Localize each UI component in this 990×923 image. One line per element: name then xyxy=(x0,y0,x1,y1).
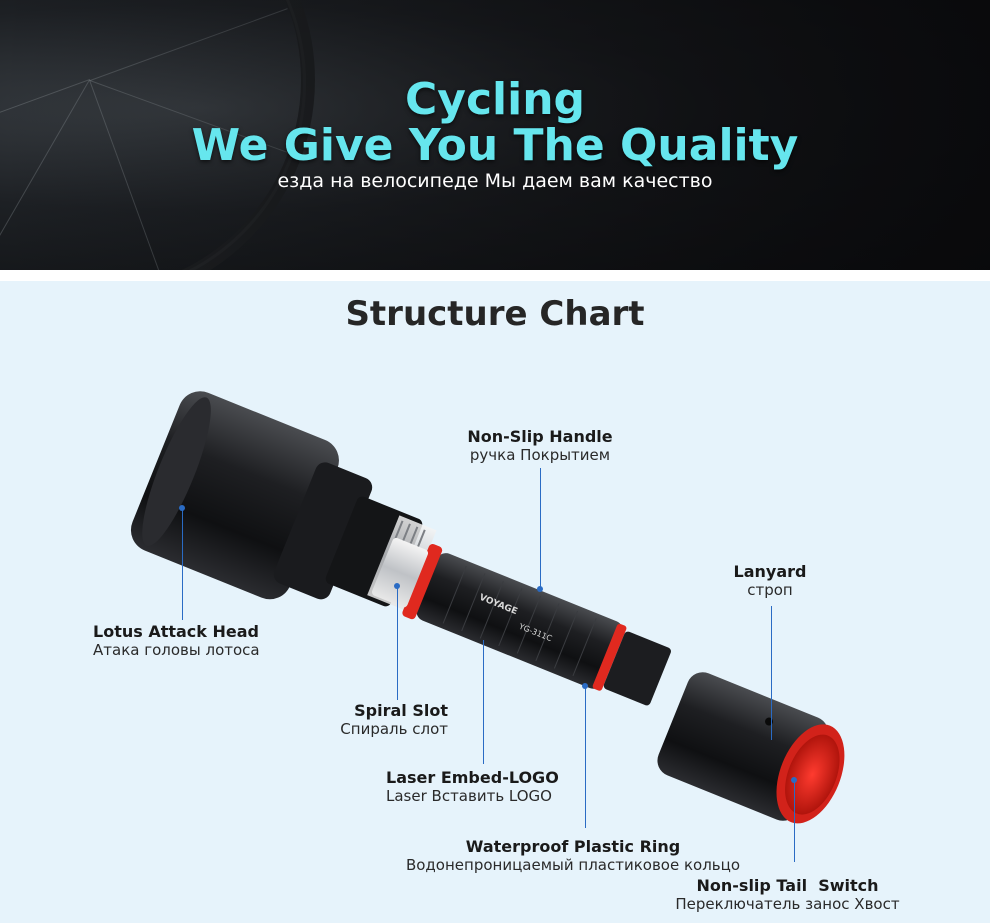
callout-en: Lanyard xyxy=(733,562,807,581)
lotus-attack-head xyxy=(130,391,437,611)
callout-non-slip-handle: Non-Slip Handle ручка Покрытием xyxy=(440,427,640,464)
callout-ru: Спираль слот xyxy=(340,720,448,738)
callout-en: Spiral Slot xyxy=(354,701,448,720)
callout-ru: Атака головы лотоса xyxy=(93,641,260,659)
callout-laser-logo: Laser Embed-LOGO Laser Вставить LOGO xyxy=(386,768,559,805)
callout-dot-head xyxy=(179,505,185,511)
section-title: Structure Chart xyxy=(345,294,645,334)
non-slip-handle xyxy=(371,537,671,706)
callout-ru: ручка Покрытием xyxy=(469,446,611,464)
flashlight-exploded-view xyxy=(130,391,845,824)
banner-shade xyxy=(0,0,990,270)
callout-line-logo xyxy=(483,640,484,764)
callout-ru: строп xyxy=(747,581,793,599)
callout-ru: Переключатель занос Хвост xyxy=(675,895,900,913)
callout-lanyard: Lanyard строп xyxy=(710,562,830,599)
callout-line-spiral xyxy=(397,586,398,700)
callout-lotus-head: Lotus Attack Head Атака головы лотоса xyxy=(93,622,260,659)
callout-dot-handle xyxy=(537,586,543,592)
banner-subtitle-ru: езда на велосипеде Мы даем вам качество xyxy=(277,170,713,192)
callout-line-tail xyxy=(794,780,795,862)
callout-spiral-slot: Spiral Slot Спираль слот xyxy=(330,701,448,738)
banner-title-line2: We Give You The Quality xyxy=(191,120,799,171)
callout-line-head xyxy=(182,508,183,620)
callout-line-lanyard xyxy=(771,606,772,740)
callout-dot-spiral xyxy=(394,583,400,589)
callout-en: Laser Embed-LOGO xyxy=(386,768,559,787)
callout-en: Non-slip Tail Switch xyxy=(696,876,879,895)
banner-title-line1: Cycling xyxy=(404,74,586,125)
hero-banner xyxy=(0,0,990,270)
tail-cap xyxy=(657,672,845,824)
callout-line-handle xyxy=(540,468,541,588)
callout-dot-ring xyxy=(582,683,588,689)
callout-en: Non-Slip Handle xyxy=(467,427,613,446)
callout-tail-switch: Non-slip Tail Switch Переключатель занос… xyxy=(660,876,915,913)
callout-line-ring xyxy=(585,686,586,828)
callout-ru: Laser Вставить LOGO xyxy=(386,787,552,805)
callout-ru: Водонепроницаемый пластиковое кольцо xyxy=(405,856,741,874)
callout-en: Lotus Attack Head xyxy=(93,622,259,641)
callout-en: Waterproof Plastic Ring xyxy=(465,837,681,856)
callout-dot-tail xyxy=(791,777,797,783)
callout-waterproof-ring: Waterproof Plastic Ring Водонепроницаемы… xyxy=(380,837,766,874)
